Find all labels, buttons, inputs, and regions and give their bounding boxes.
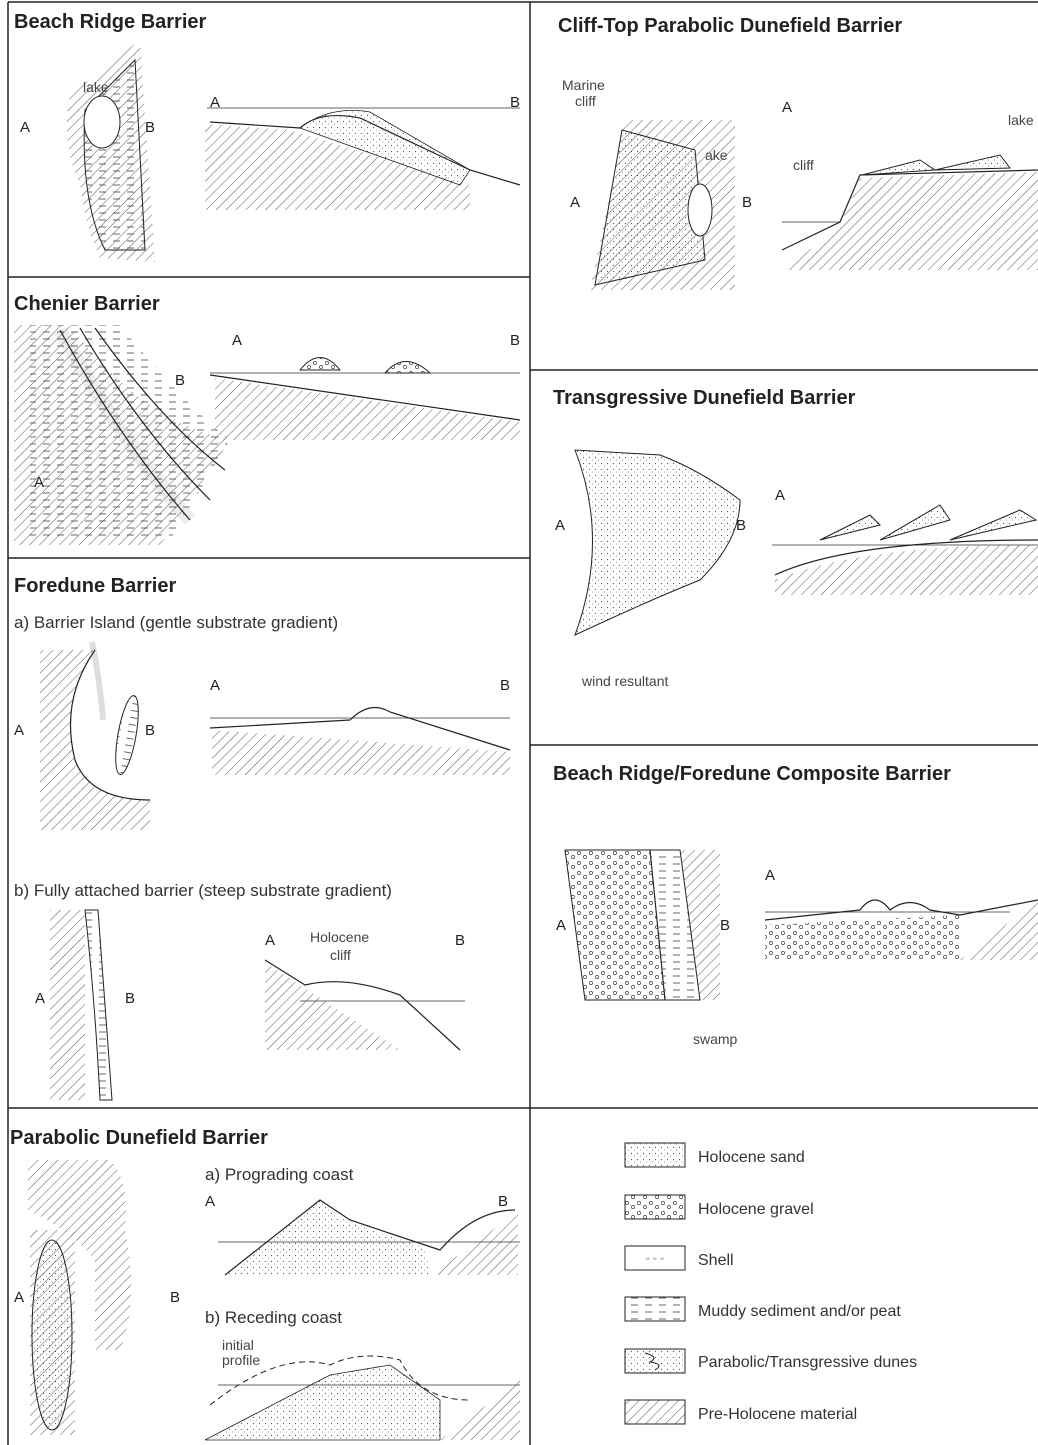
- legend-item: Holocene sand: [625, 1143, 805, 1167]
- panel-parabolic: Parabolic Dunefield Barrier A B a) Progr…: [10, 1127, 520, 1440]
- legend-swatch-hatch: [625, 1400, 685, 1424]
- legend: Holocene sand Holocene gravel ᵕ ᵕ ᵕ Shel…: [625, 1143, 917, 1424]
- a-label: A: [782, 99, 792, 116]
- a-label: A: [232, 332, 242, 349]
- b-label: B: [455, 932, 465, 949]
- legend-swatch-mud: [625, 1297, 685, 1321]
- legend-label: Parabolic/Transgressive dunes: [698, 1354, 917, 1371]
- panel-title: Transgressive Dunefield Barrier: [553, 387, 856, 409]
- b-label: B: [720, 917, 730, 934]
- panel-title: Foredune Barrier: [14, 575, 176, 597]
- panel-title: Beach Ridge Barrier: [14, 11, 207, 33]
- subtitle-b: b) Fully attached barrier (steep substra…: [14, 881, 392, 900]
- a-label: A: [14, 722, 24, 739]
- b-label: B: [145, 119, 155, 136]
- legend-swatch-gravel: [625, 1195, 685, 1219]
- legend-label: Holocene sand: [698, 1149, 805, 1166]
- wind-label: wind resultant: [581, 673, 668, 689]
- b-label: B: [145, 722, 155, 739]
- legend-item: Parabolic/Transgressive dunes: [625, 1349, 917, 1373]
- panel-title: Chenier Barrier: [14, 293, 160, 315]
- b-label: B: [510, 332, 520, 349]
- legend-item: Muddy sediment and/or peat: [625, 1297, 901, 1321]
- marine-label: Marine: [562, 77, 605, 93]
- legend-swatch-dunes: [625, 1349, 685, 1373]
- b-label: B: [510, 94, 520, 111]
- a-label: A: [210, 94, 220, 111]
- cliff-label: cliff: [793, 157, 814, 173]
- panel-title: Parabolic Dunefield Barrier: [10, 1127, 268, 1149]
- panel-cliff-top: Cliff-Top Parabolic Dunefield Barrier Ma…: [558, 15, 1038, 290]
- a-label: A: [20, 119, 30, 136]
- b-label: B: [170, 1289, 180, 1306]
- a-label: A: [775, 487, 785, 504]
- a-label: A: [570, 194, 580, 211]
- b-label: B: [498, 1193, 508, 1210]
- a-label: A: [35, 990, 45, 1007]
- b-label: B: [175, 372, 185, 389]
- legend-item: Pre-Holocene material: [625, 1400, 857, 1424]
- svg-text:ᵕ ᵕ ᵕ: ᵕ ᵕ ᵕ: [646, 1255, 665, 1266]
- b-label: B: [742, 194, 752, 211]
- a-label: A: [556, 917, 566, 934]
- panel-chenier: Chenier Barrier B A A B: [14, 293, 520, 545]
- panel-title: Cliff-Top Parabolic Dunefield Barrier: [558, 15, 902, 37]
- legend-label: Pre-Holocene material: [698, 1406, 857, 1423]
- subtitle-b: b) Receding coast: [205, 1308, 342, 1327]
- holocene-label: Holocene: [310, 929, 369, 945]
- cliff-label: cliff: [575, 93, 596, 109]
- panel-title: Beach Ridge/Foredune Composite Barrier: [553, 763, 951, 785]
- a-label: A: [765, 867, 775, 884]
- a-label: A: [265, 932, 275, 949]
- b-label: B: [125, 990, 135, 1007]
- b-label: B: [500, 677, 510, 694]
- legend-item: ᵕ ᵕ ᵕ Shell: [625, 1246, 734, 1270]
- lake-part-label: ake: [705, 147, 728, 163]
- panel-beach-ridge: Beach Ridge Barrier lake A B A B: [14, 11, 520, 262]
- panel-transgressive: Transgressive Dunefield Barrier A B A wi…: [553, 387, 1038, 689]
- b-label: B: [736, 517, 746, 534]
- legend-label: Holocene gravel: [698, 1201, 814, 1218]
- a-label: A: [34, 474, 44, 491]
- a-label: A: [205, 1193, 215, 1210]
- panel-composite: Beach Ridge/Foredune Composite Barrier A…: [553, 763, 1038, 1047]
- legend-label: Muddy sediment and/or peat: [698, 1303, 901, 1320]
- panel-foredune: Foredune Barrier a) Barrier Island (gent…: [14, 575, 510, 1100]
- initial-label: initial: [222, 1337, 254, 1353]
- swamp-label: swamp: [693, 1031, 738, 1047]
- subtitle-a: a) Prograding coast: [205, 1165, 354, 1184]
- subtitle-a: a) Barrier Island (gentle substrate grad…: [14, 613, 338, 632]
- a-label: A: [210, 677, 220, 694]
- legend-label: Shell: [698, 1252, 734, 1269]
- lake-label: lake: [83, 79, 109, 95]
- a-label: A: [14, 1289, 24, 1306]
- a-label: A: [555, 517, 565, 534]
- profile-label: profile: [222, 1352, 260, 1368]
- lake-label: lake: [1008, 112, 1034, 128]
- legend-item: Holocene gravel: [625, 1195, 814, 1219]
- legend-swatch-sand: [625, 1143, 685, 1167]
- cliff-label: cliff: [330, 947, 351, 963]
